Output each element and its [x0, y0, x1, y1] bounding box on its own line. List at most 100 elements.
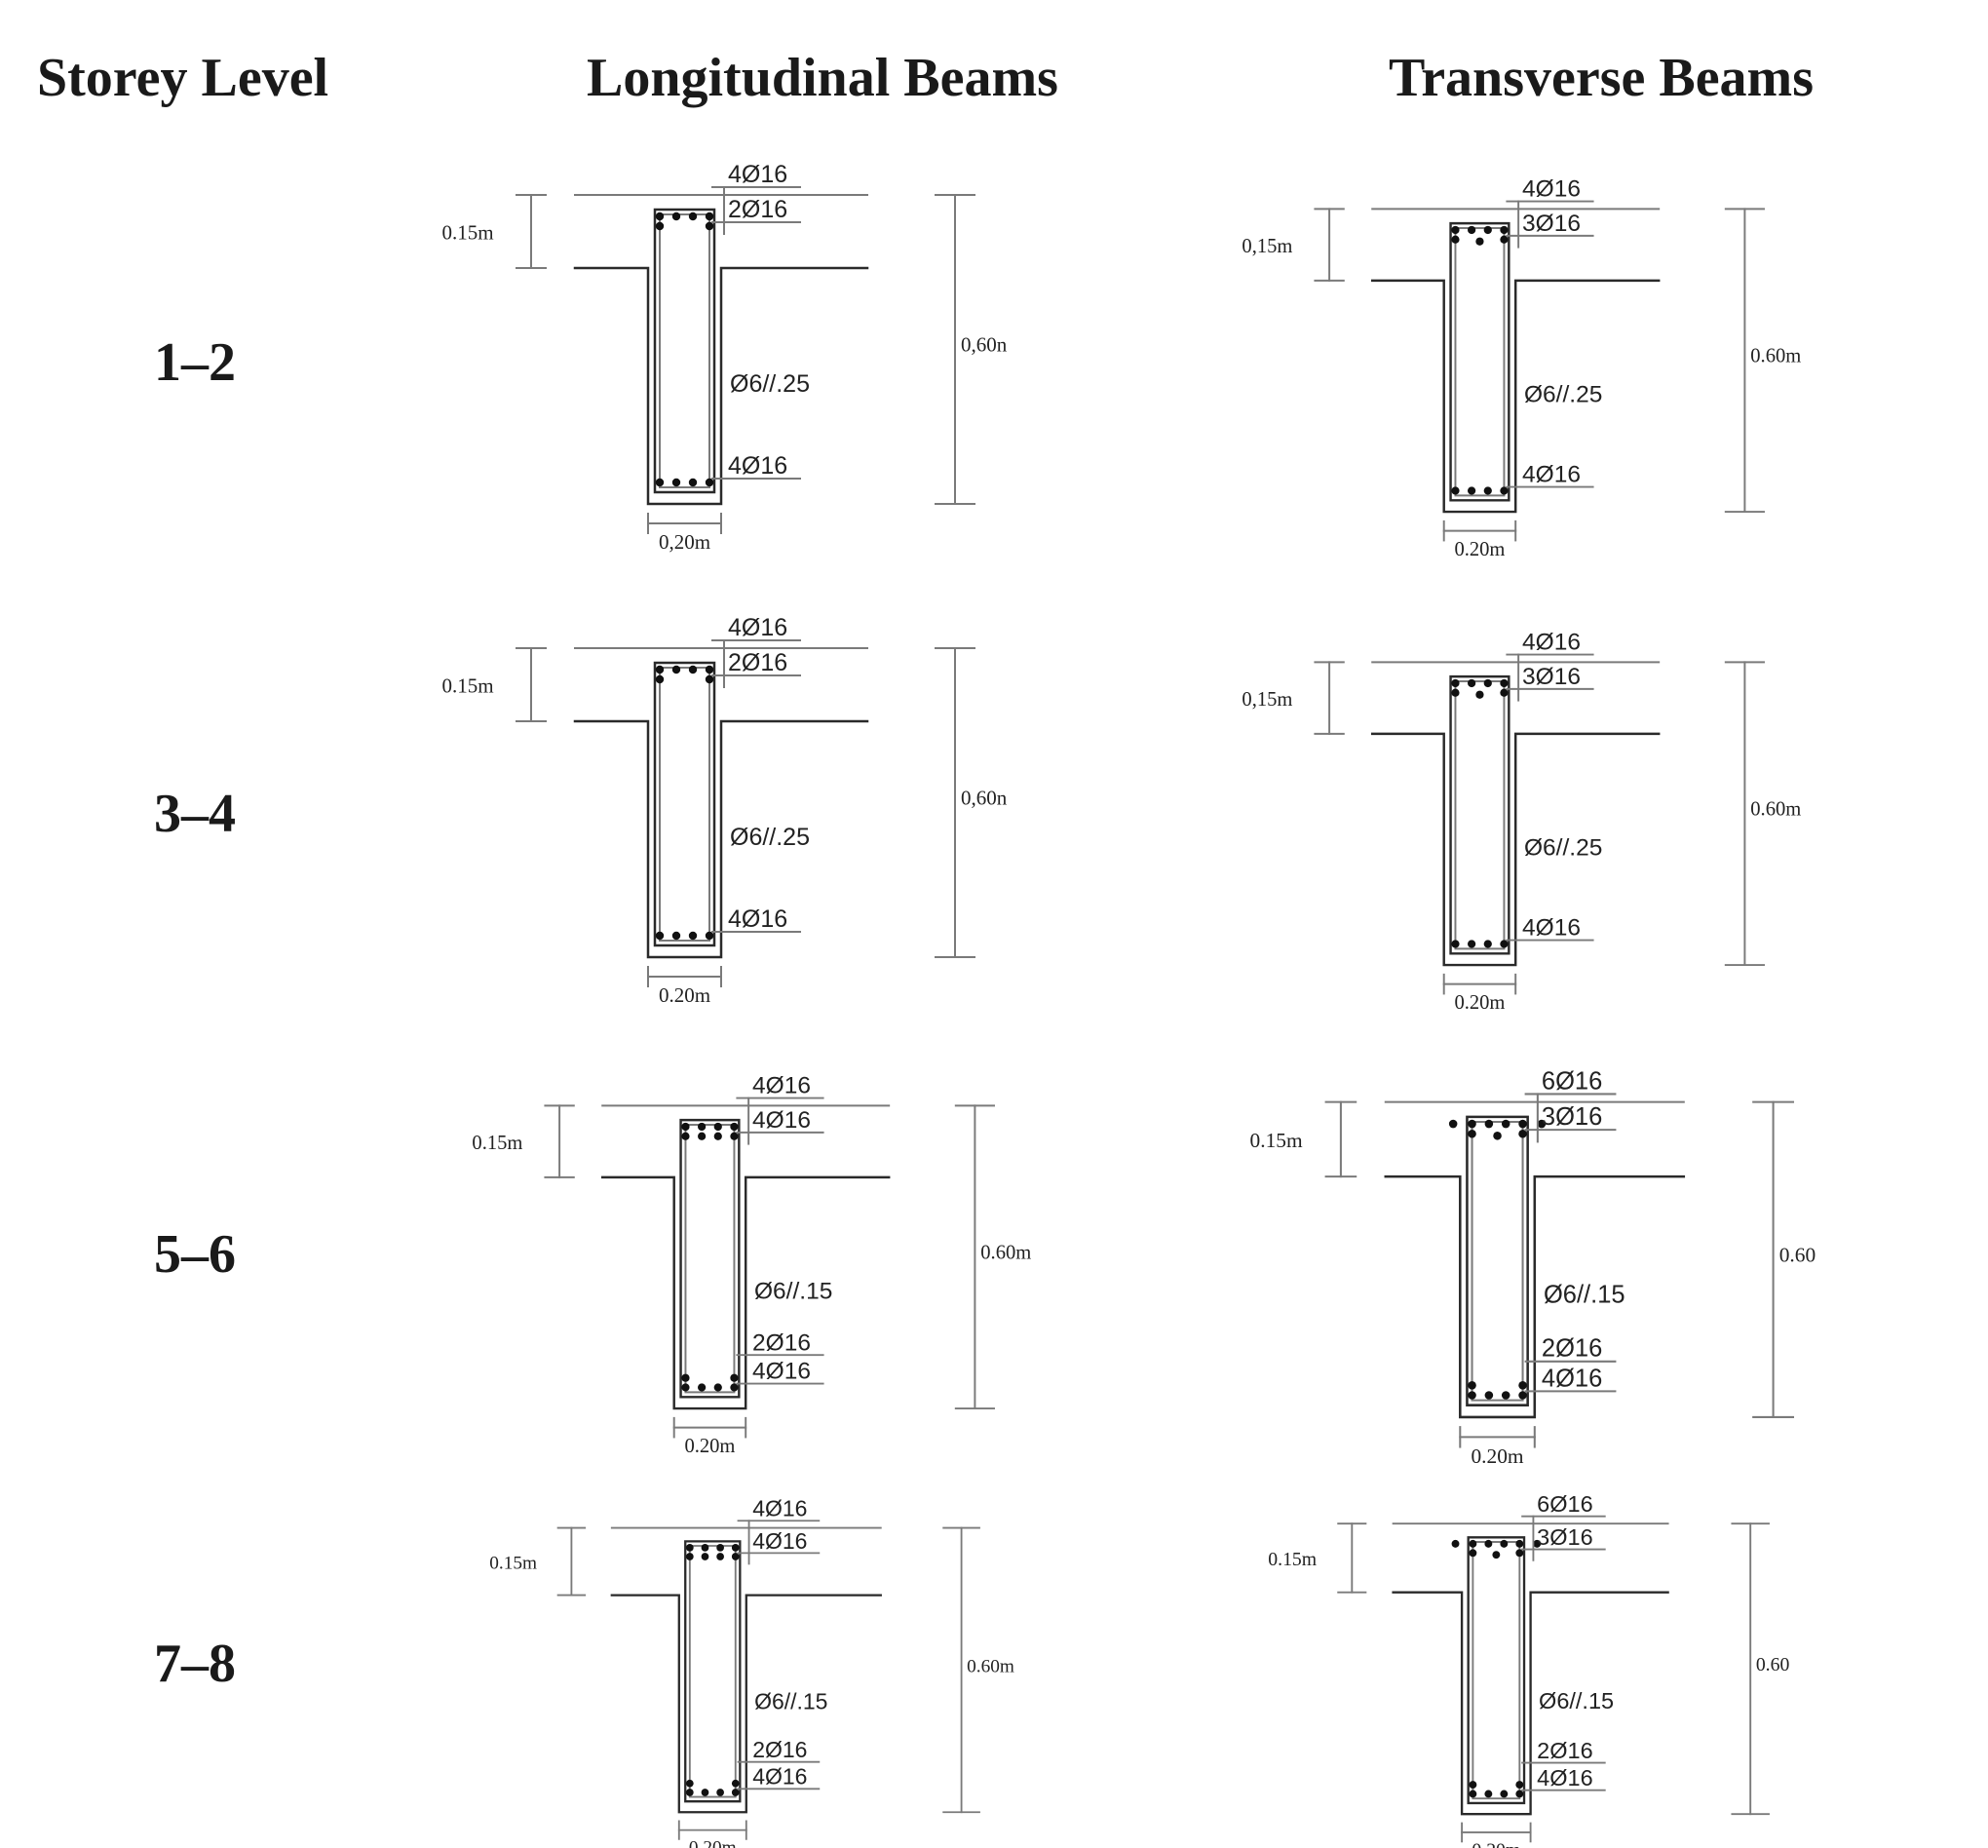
beam-outline [1370, 732, 1661, 967]
rebar-dot [730, 1373, 739, 1382]
rebar-dot [1533, 1539, 1542, 1548]
bottom-rebar-label: 4Ø16 [1537, 1765, 1592, 1790]
rebar-dot [1515, 1790, 1524, 1798]
rebar-dot [1451, 235, 1460, 244]
rebar-dot [1469, 1781, 1477, 1790]
beam-outline [1384, 1174, 1686, 1419]
rebar-dot [730, 1383, 739, 1392]
rebar-dot [1537, 1119, 1547, 1129]
stirrup-inner [1454, 227, 1506, 497]
rebar-dot [1483, 678, 1492, 688]
bottom-second-rebar-label: 2Ø16 [752, 1329, 811, 1356]
rebar-dot [1500, 486, 1509, 495]
bottom-rebar-label: 4Ø16 [728, 452, 787, 480]
rebar-dot [655, 221, 665, 231]
rebar-dot [1500, 235, 1509, 244]
rebar-dot [688, 931, 698, 941]
beam-outline [610, 1594, 882, 1814]
beam-outline [573, 266, 869, 506]
rebar-dot [1500, 688, 1509, 697]
bottom-rebar-label: 4Ø16 [1542, 1365, 1602, 1392]
slab-thickness-label: 0.15m [489, 1553, 537, 1573]
rebar-dot [685, 1543, 694, 1552]
rebar-dot [716, 1553, 724, 1560]
rebar-dot [731, 1553, 740, 1560]
rebar-dot [1518, 1129, 1527, 1138]
top-rebar-label: 4Ø16 [1522, 176, 1581, 203]
rebar-dot [1475, 690, 1484, 699]
stirrup-label: Ø6//.15 [1539, 1688, 1614, 1713]
beam-width-label: 0.20m [1472, 1839, 1521, 1848]
storey-level-label: 7–8 [154, 1634, 236, 1694]
rebar-dot [655, 478, 665, 487]
rebar-dot [730, 1122, 739, 1132]
bottom-second-rebar-label: 2Ø16 [752, 1737, 807, 1762]
top-rebar-label: 6Ø16 [1542, 1067, 1602, 1095]
top-rebar-label: 4Ø16 [1522, 630, 1581, 656]
stirrup [653, 208, 716, 494]
rebar-dot [1451, 688, 1460, 697]
rebar-dot [1500, 678, 1509, 688]
stirrup [653, 661, 716, 947]
rebar-dot [1500, 225, 1509, 235]
top-rebar-label: 6Ø16 [1537, 1491, 1592, 1517]
rebar-dot [1500, 940, 1509, 948]
rebar-dot [1501, 1119, 1510, 1129]
rebar-dot [705, 212, 714, 221]
rebar-dot [701, 1553, 709, 1560]
rebar-dot [713, 1383, 722, 1392]
rebar-dot [685, 1789, 694, 1796]
beam-outline [600, 1175, 891, 1410]
stirrup-label: Ø6//.15 [1544, 1282, 1625, 1309]
rebar-dot [1469, 1790, 1477, 1798]
beam-height-label: 0.60 [1756, 1654, 1790, 1675]
stirrup-inner [659, 667, 710, 942]
second-layer-rebar-label: 2Ø16 [728, 196, 787, 223]
second-layer-rebar-label: 3Ø16 [1537, 1524, 1592, 1550]
rebar-dot [1483, 225, 1492, 235]
rebar-dot [731, 1779, 740, 1788]
rebar-dot [655, 665, 665, 674]
rebar-dot [688, 665, 698, 674]
bottom-rebar-label: 4Ø16 [752, 1764, 807, 1790]
second-layer-rebar-label: 4Ø16 [752, 1528, 807, 1554]
rebar-dot [716, 1543, 724, 1552]
second-layer-rebar-label: 3Ø16 [1542, 1103, 1602, 1131]
rebar-dot [1451, 678, 1460, 688]
top-rebar-label: 4Ø16 [752, 1496, 807, 1521]
rebar-dot [701, 1543, 709, 1552]
rebar-dot [688, 212, 698, 221]
rebar-dot [698, 1122, 707, 1132]
bottom-second-rebar-label: 2Ø16 [1537, 1738, 1592, 1763]
rebar-dot [705, 665, 714, 674]
rebar-dot [1515, 1539, 1524, 1548]
rebar-dot [681, 1122, 690, 1132]
beam-outline [1370, 279, 1661, 514]
rebar-dot [716, 1789, 724, 1796]
top-rebar-label: 4Ø16 [728, 161, 787, 188]
rebar-dot [655, 674, 665, 684]
storey-level-label: 3–4 [154, 784, 236, 844]
transverse-beams-header: Transverse Beams [1389, 48, 1814, 108]
rebar-dot [1484, 1790, 1493, 1798]
storey-level-label: 5–6 [154, 1224, 236, 1285]
longitudinal-beams-header: Longitudinal Beams [587, 48, 1058, 108]
rebar-dot [1475, 237, 1484, 246]
beam-height-label: 0.60m [1750, 346, 1801, 367]
rebar-dot [1484, 1119, 1494, 1129]
rebar-dot [671, 931, 681, 941]
stirrup-label: Ø6//.15 [754, 1688, 827, 1713]
rebar-dot [1483, 940, 1492, 948]
rebar-dot [1451, 225, 1460, 235]
stirrup [1449, 221, 1510, 502]
beam-height-label: 0.60m [967, 1656, 1014, 1676]
beam-height-label: 0,60n [961, 333, 1008, 357]
rebar-dot [713, 1132, 722, 1140]
beam-height-label: 0,60n [961, 787, 1008, 810]
rebar-dot [1468, 1381, 1476, 1390]
slab-thickness-label: 0.15m [441, 221, 493, 245]
